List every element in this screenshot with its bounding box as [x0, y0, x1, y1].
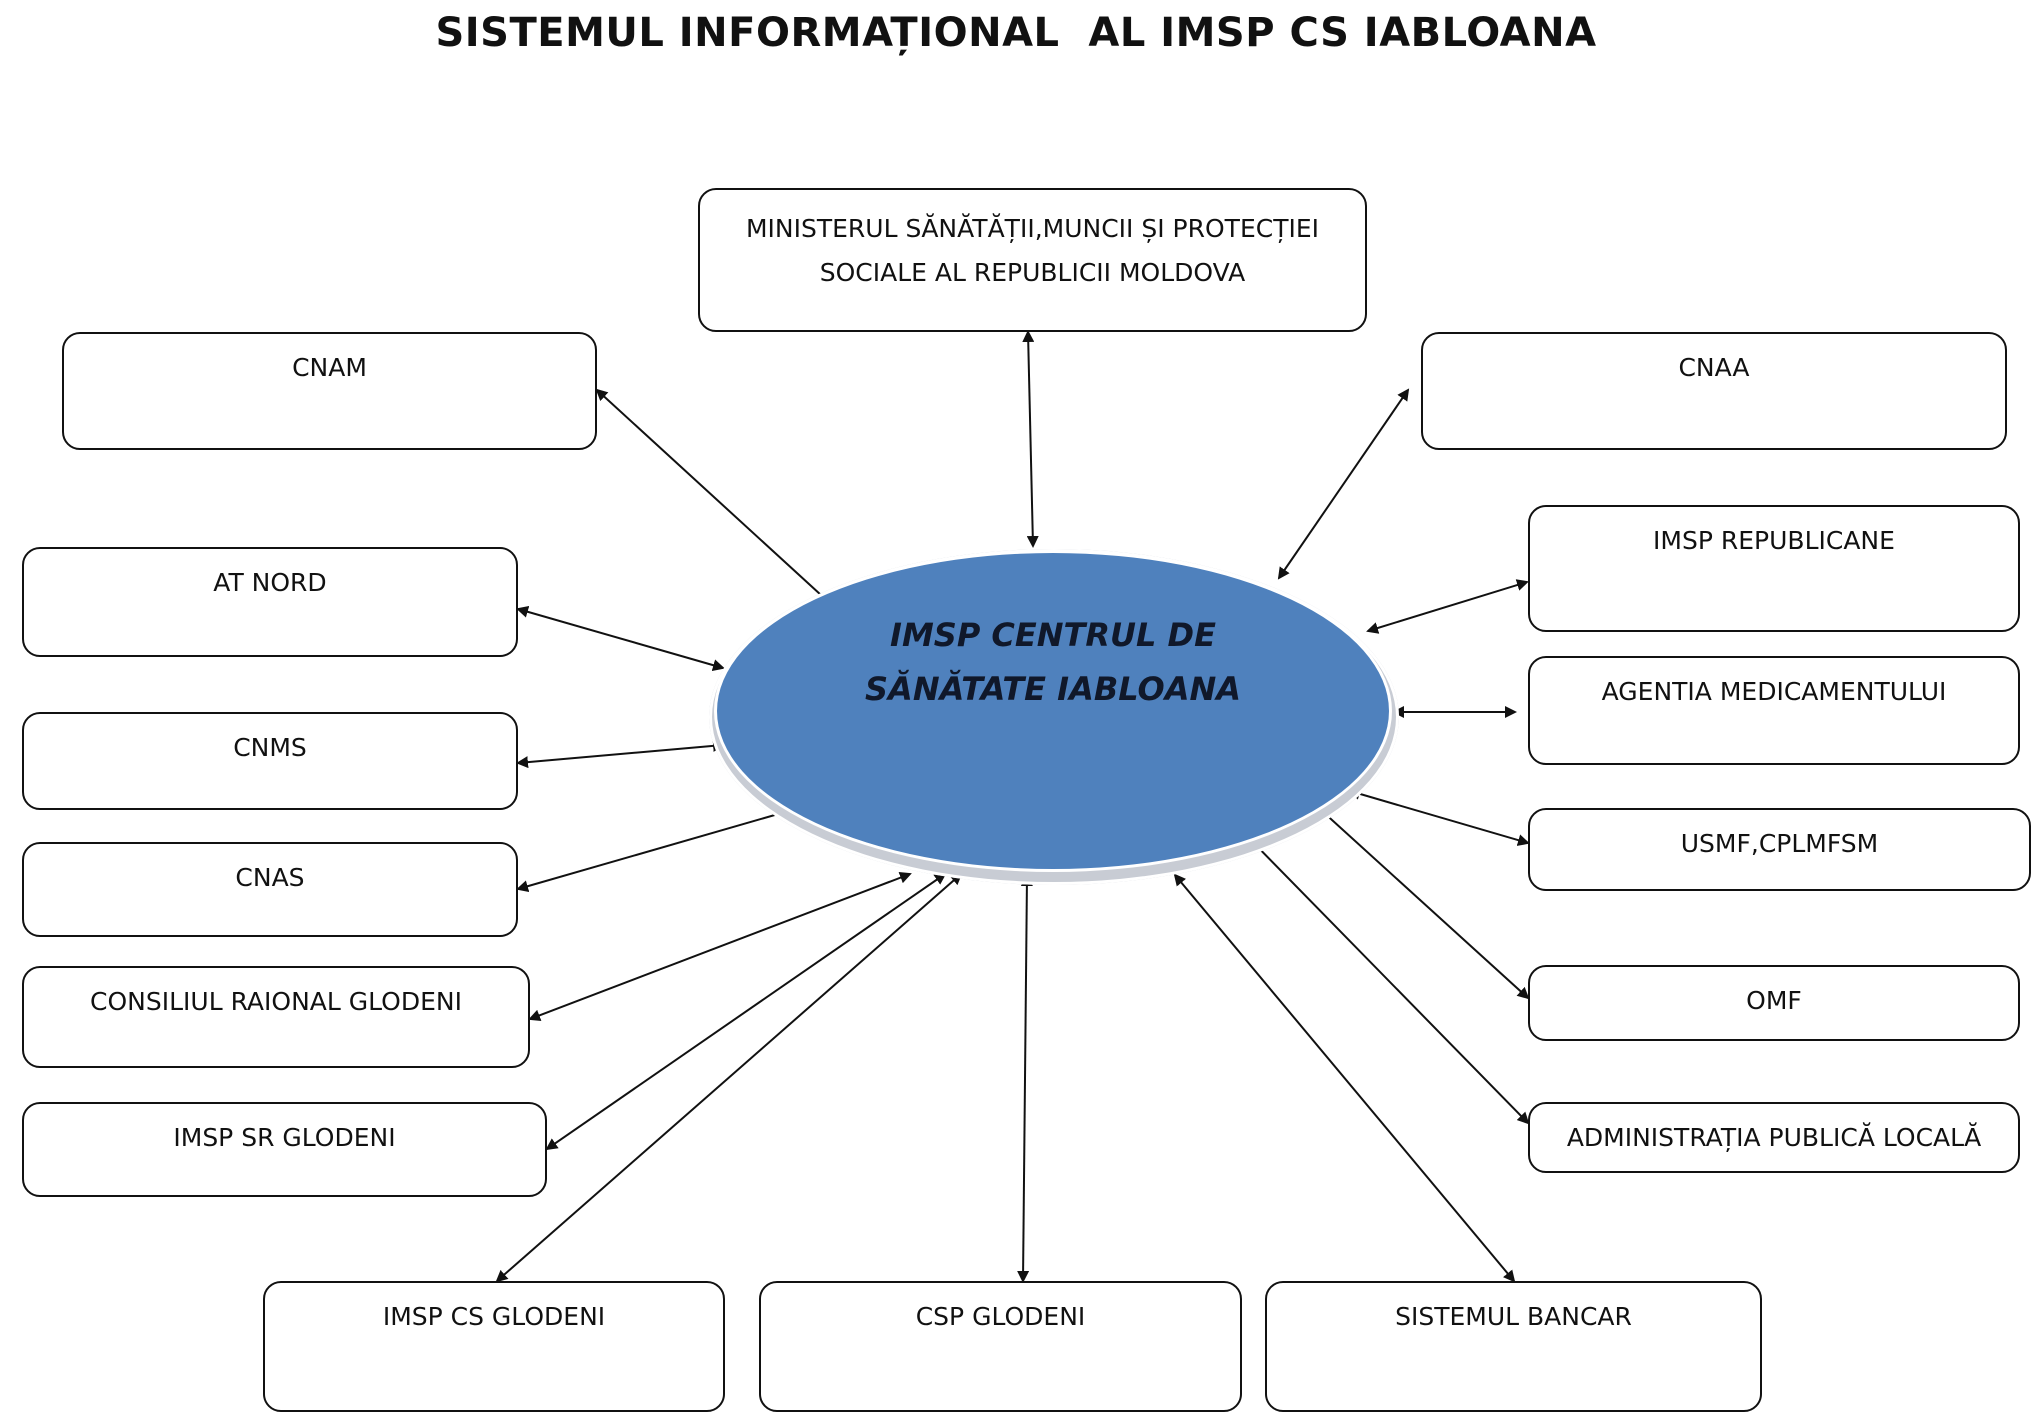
node-consiliul-label: CONSILIUL RAIONAL GLODENI: [90, 987, 462, 1016]
arrow-cnas: [516, 805, 801, 892]
node-cnaa-label: CNAA: [1678, 353, 1750, 382]
node-cnam: CNAM: [62, 332, 597, 450]
arrow-cnms: [516, 739, 725, 769]
arrow-usmf: [1348, 788, 1530, 846]
node-omf-label: OMF: [1746, 986, 1802, 1015]
arrow-csp: [1017, 874, 1033, 1283]
node-at-nord: AT NORD: [22, 547, 518, 657]
arrow-ministry: [1022, 330, 1039, 548]
arrow-consiliul: [528, 871, 912, 1022]
arrow-cnam: [595, 388, 835, 608]
node-apl-label: ADMINISTRAȚIA PUBLICĂ LOCALĂ: [1566, 1123, 1982, 1152]
node-csp-label: CSP GLODENI: [915, 1302, 1086, 1331]
node-usmf: USMF,CPLMFSM: [1528, 808, 2031, 891]
arrow-cnaa: [1277, 388, 1410, 580]
node-imsp-sr-label: IMSP SR GLODENI: [173, 1123, 396, 1152]
arrow-bancar: [1173, 873, 1516, 1283]
node-ministry-label: MINISTERUL SĂNĂTĂȚII,MUNCII ȘI PROTECȚIE…: [745, 214, 1320, 287]
node-bancar-label: SISTEMUL BANCAR: [1395, 1302, 1632, 1331]
center-node: [714, 550, 1392, 872]
center-node-label: IMSP CENTRUL DE SĂNĂTATE IABLOANA: [865, 616, 1241, 708]
node-ministry: MINISTERUL SĂNĂTĂȚII,MUNCII ȘI PROTECȚIE…: [698, 188, 1367, 332]
node-cnms-label: CNMS: [233, 733, 307, 762]
node-cnaa: CNAA: [1421, 332, 2007, 450]
node-imsp-sr: IMSP SR GLODENI: [22, 1102, 547, 1197]
arrow-imsp-republicane: [1366, 579, 1529, 634]
arrow-at-nord: [516, 605, 725, 672]
node-csp: CSP GLODENI: [759, 1281, 1242, 1412]
arrow-imsp-sr: [545, 872, 947, 1151]
node-cnas-label: CNAS: [235, 863, 305, 892]
node-cnms: CNMS: [22, 712, 518, 810]
arrow-apl: [1243, 832, 1530, 1125]
node-agentia-label: AGENTIA MEDICAMENTULUI: [1601, 677, 1947, 706]
node-omf: OMF: [1528, 965, 2020, 1041]
node-imsp-cs-label: IMSP CS GLODENI: [382, 1302, 606, 1331]
node-agentia: AGENTIA MEDICAMENTULUI: [1528, 656, 2020, 765]
node-cnas: CNAS: [22, 842, 518, 937]
node-usmf-label: USMF,CPLMFSM: [1680, 829, 1879, 858]
node-bancar: SISTEMUL BANCAR: [1265, 1281, 1762, 1412]
diagram-title: SISTEMUL INFORMAȚIONAL AL IMSP CS IABLOA…: [435, 10, 1597, 56]
node-apl: ADMINISTRAȚIA PUBLICĂ LOCALĂ: [1528, 1102, 2020, 1173]
node-imsp-republicane: IMSP REPUBLICANE: [1528, 505, 2020, 632]
node-imsp-republicane-label: IMSP REPUBLICANE: [1653, 526, 1895, 555]
node-at-nord-label: AT NORD: [213, 568, 327, 597]
node-imsp-cs: IMSP CS GLODENI: [263, 1281, 725, 1412]
arrow-imsp-cs: [495, 872, 963, 1283]
node-consiliul: CONSILIUL RAIONAL GLODENI: [22, 966, 530, 1068]
arrow-omf: [1319, 808, 1530, 1000]
node-cnam-label: CNAM: [292, 353, 367, 382]
